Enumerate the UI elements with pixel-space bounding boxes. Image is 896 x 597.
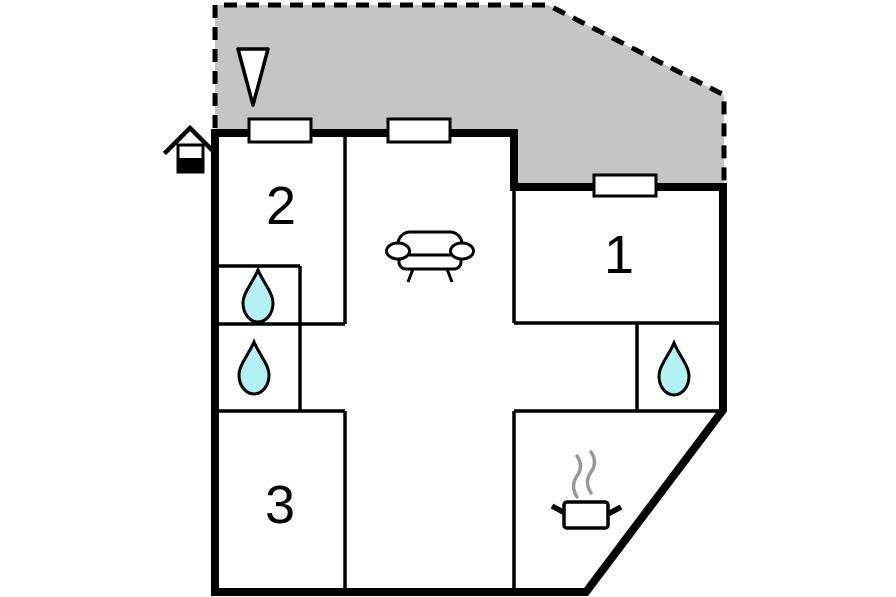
room-1-label: 1: [604, 225, 634, 285]
window-marker: [386, 117, 452, 144]
exterior-walls: [211, 129, 727, 596]
sofa-seat: [397, 253, 463, 271]
north-arrow-icon: [236, 47, 270, 107]
cooking-pot-icon: [550, 450, 623, 530]
terrace-area: [212, 2, 727, 187]
house-body-outline: [176, 143, 205, 174]
sofa-armrest-right: [449, 241, 475, 261]
entrance-house-icon: [162, 124, 218, 174]
interior-walls: [215, 133, 723, 592]
sofa-icon: [385, 230, 475, 283]
steam-icon: [571, 454, 583, 499]
room-2-label: 2: [266, 176, 296, 236]
terrace-fill: [215, 5, 724, 187]
window-marker: [592, 173, 658, 198]
house-roof: [162, 124, 218, 156]
window-marker: [247, 117, 313, 144]
sofa-legs: [406, 268, 454, 283]
pot-body: [562, 500, 610, 530]
steam-icon: [585, 450, 597, 495]
terrace-dashed-boundary: [212, 2, 727, 182]
sofa-armrest-left: [385, 241, 411, 261]
house-body-black-half: [177, 158, 204, 173]
room-3-label: 3: [265, 475, 295, 535]
